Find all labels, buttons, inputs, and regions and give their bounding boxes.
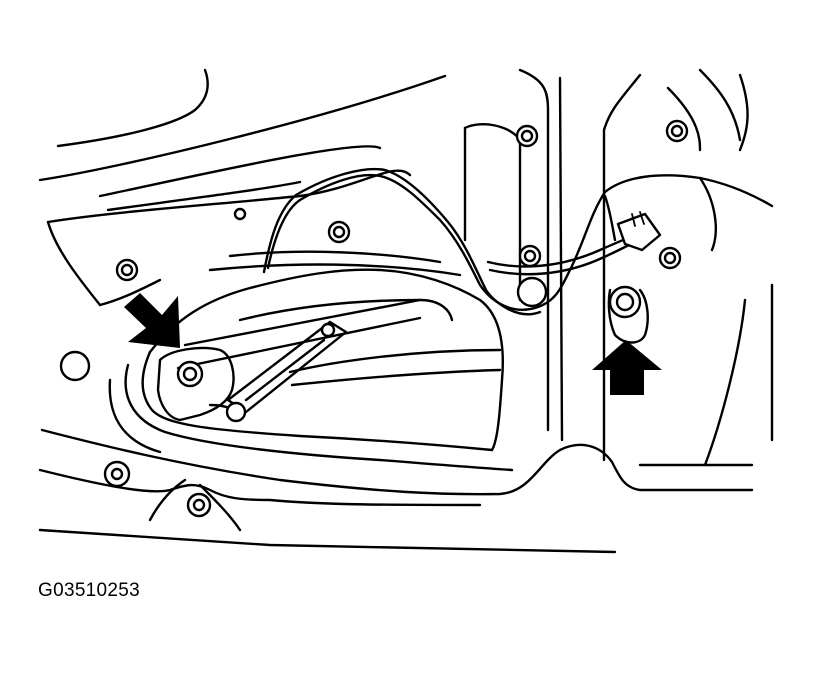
upper-reinforcement-panel <box>46 123 522 307</box>
bolt-hole <box>658 246 682 270</box>
bolt-hole <box>103 460 131 488</box>
access-cavity-outline <box>108 250 514 472</box>
door-frame-outline <box>38 68 774 467</box>
bolt-hole <box>186 492 212 518</box>
bolt-hole <box>327 220 351 244</box>
lower-door-panel <box>38 428 754 554</box>
small-hole <box>233 207 247 221</box>
bolt-hole <box>515 124 539 148</box>
service-hole <box>516 276 548 308</box>
large-hole <box>59 350 91 382</box>
bolt-indicator-arrow-icon <box>592 340 662 395</box>
bolt-hole <box>665 119 689 143</box>
wire-harness <box>262 167 774 316</box>
bolt-hole <box>608 285 642 319</box>
window-regulator <box>156 298 502 423</box>
bolt-indicator-arrow-icon <box>124 293 180 348</box>
bolt-hole <box>518 244 542 268</box>
bolt-holes <box>59 119 689 518</box>
bracket-outline <box>607 288 649 344</box>
bolt-hole <box>176 360 204 388</box>
bolt-hole <box>115 258 139 282</box>
figure-id-label: G03510253 <box>38 580 141 601</box>
